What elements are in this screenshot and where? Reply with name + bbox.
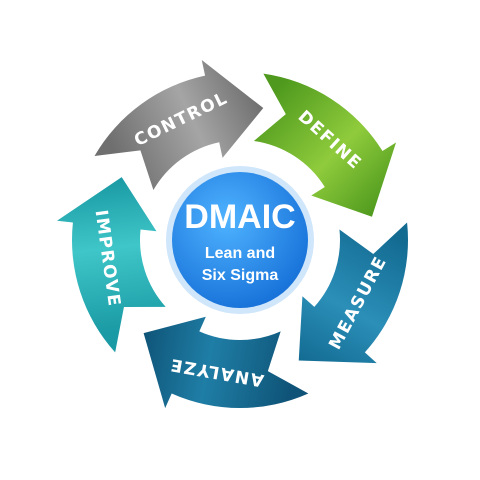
arrow-improve: [57, 177, 166, 353]
arrow-define: [253, 73, 397, 217]
center-subtitle-line1: Lean and: [205, 245, 275, 262]
arrow-analyze: [143, 316, 309, 409]
center-title: DMAIC: [184, 198, 295, 236]
cycle-arrows: [57, 60, 409, 409]
center-circle: DMAIC Lean and Six Sigma: [166, 166, 314, 314]
center-subtitle-line2: Six Sigma: [202, 267, 279, 284]
arrow-control: [94, 60, 264, 190]
center-disc: [172, 172, 308, 308]
arrow-measure: [298, 222, 409, 364]
